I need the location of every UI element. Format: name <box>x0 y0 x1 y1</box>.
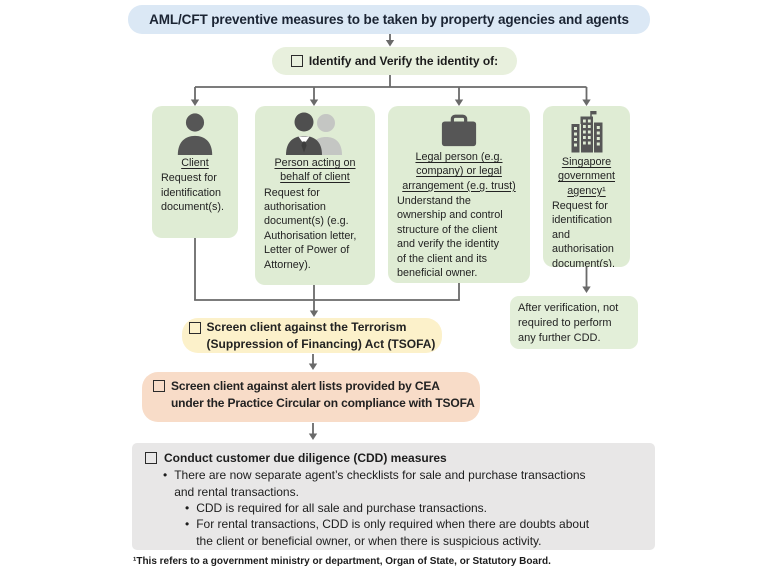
screen-tsofa-step: Screen client against the Terrorism (Sup… <box>182 318 442 353</box>
cdd-measures-box: Conduct customer due diligence (CDD) mea… <box>132 443 655 550</box>
page-title-text: AML/CFT preventive measures to be taken … <box>149 12 629 27</box>
entity-box-legal-person: Legal person (e.g. company) or legal arr… <box>388 106 530 283</box>
checkbox-icon <box>153 380 165 392</box>
identify-verify-label: Identify and Verify the identity of: <box>308 54 499 68</box>
cdd-bullet-checklists: • There are now separate agent’s checkli… <box>163 468 586 499</box>
building-icon <box>543 106 630 154</box>
people-icon <box>255 106 375 155</box>
entity-body: Request for authorisation document(s) (e… <box>264 186 357 271</box>
entity-heading: Legal person (e.g. company) or legal arr… <box>402 151 516 192</box>
entity-box-client: Client Request for identification docume… <box>152 106 238 238</box>
after-verification-note: After verification, not required to perf… <box>510 296 638 349</box>
screen-tsofa-label: Screen client against the Terrorism (Sup… <box>206 319 436 351</box>
cdd-title: Conduct customer due diligence (CDD) mea… <box>145 450 645 466</box>
entity-body: Request for identification document(s). <box>161 172 225 214</box>
bullet-icon: • <box>185 517 190 532</box>
footnote: ¹This refers to a government ministry or… <box>133 556 551 567</box>
checkbox-icon <box>188 321 201 334</box>
identify-verify-step: Identify and Verify the identity of: <box>272 47 517 75</box>
entity-box-representative: Person acting on behalf of client Reques… <box>255 106 375 285</box>
entity-heading: Person acting on behalf of client <box>274 157 356 184</box>
bullet-icon: • <box>185 500 190 515</box>
page-title: AML/CFT preventive measures to be taken … <box>128 5 650 34</box>
bullet-icon: • <box>163 468 168 483</box>
cdd-subbullet-sale-purchase: • CDD is required for all sale and purch… <box>185 500 488 515</box>
screen-cea-label: Screen client against alert lists provid… <box>171 379 475 410</box>
briefcase-icon <box>388 106 530 149</box>
checkbox-icon <box>145 452 157 465</box>
person-icon <box>152 106 238 155</box>
entity-heading: Singapore government agency¹ <box>557 156 616 197</box>
cdd-subbullet-rental: • For rental transactions, CDD is only r… <box>185 517 590 548</box>
screen-cea-alert-lists-step: Screen client against alert lists provid… <box>142 372 480 422</box>
entity-heading: Client <box>181 157 209 169</box>
entity-box-government-agency: Singapore government agency¹ Request for… <box>543 106 630 267</box>
entity-body: Understand the ownership and control str… <box>397 195 503 279</box>
cdd-title-text: Conduct customer due diligence (CDD) mea… <box>164 451 447 465</box>
checkbox-icon <box>290 55 303 67</box>
entity-body: Request for identification and authorisa… <box>552 200 616 267</box>
